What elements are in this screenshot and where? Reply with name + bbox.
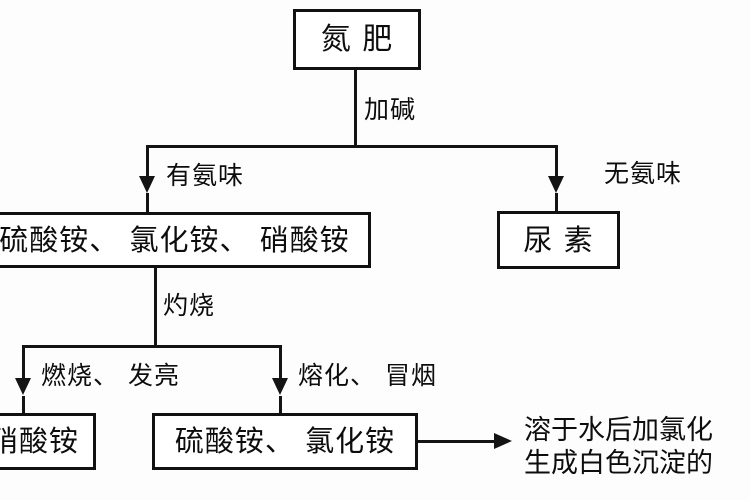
connector-split-to-right-branch [555,145,558,181]
arrowhead-right-branch [548,176,564,193]
edge-label-melts-smokes: 熔化、 冒烟 [298,361,437,390]
arrowhead-burn-left-branch [15,378,31,395]
node-urea-label: 尿 素 [523,222,594,257]
arrowhead-left-branch [139,176,155,193]
final-note-line-2: 生成白色沉淀的 [524,447,713,479]
node-ammonium-salts: 硫酸铵、 氯化铵、 硝酸铵 [0,212,371,268]
connector-split-to-left-branch [146,145,149,181]
node-nitrogen-fertilizer: 氮 肥 [293,9,421,70]
connector-left-branch-to-box [146,193,149,213]
node-sulfate-and-chloride-label: 硫酸铵、 氯化铵 [174,424,396,458]
arrowhead-final-note [494,433,512,449]
edge-label-no-ammonia-odor: 无氨味 [604,159,683,188]
connector-right-branch-to-box [555,193,558,211]
edge-label-burns-glows: 燃烧、 发亮 [41,361,180,390]
node-ammonium-salts-label: 硫酸铵、 氯化铵、 硝酸铵 [0,222,350,257]
final-note-line-1: 溶于水后加氯化 [524,415,713,446]
edge-label-has-ammonia-odor: 有氨味 [166,161,245,190]
arrowhead-burn-right-branch [272,378,288,395]
connector-split2-to-left-branch [22,345,25,383]
node-urea: 尿 素 [497,211,620,269]
node-ammonium-nitrate: 硝酸铵 [0,413,96,470]
connector-burn-left-to-box [22,396,25,414]
edge-label-ignite: 灼烧 [163,291,216,320]
split-bar-level2 [22,345,281,348]
final-note: 溶于水后加氯化 生成白色沉淀的 [524,415,713,481]
node-ammonium-nitrate-label: 硝酸铵 [0,424,79,458]
node-nitrogen-fertilizer-label: 氮 肥 [320,21,394,57]
node-sulfate-and-chloride: 硫酸铵、 氯化铵 [152,413,418,470]
connector-ammonium-to-split2 [154,268,157,347]
connector-to-final-note [418,440,496,443]
edge-label-add-alkali: 加碱 [364,95,417,124]
split-bar-level1 [146,145,558,148]
connector-burn-right-to-box [279,396,282,414]
connector-split2-to-right-branch [279,345,282,383]
connector-fertilizer-to-split [354,70,357,147]
